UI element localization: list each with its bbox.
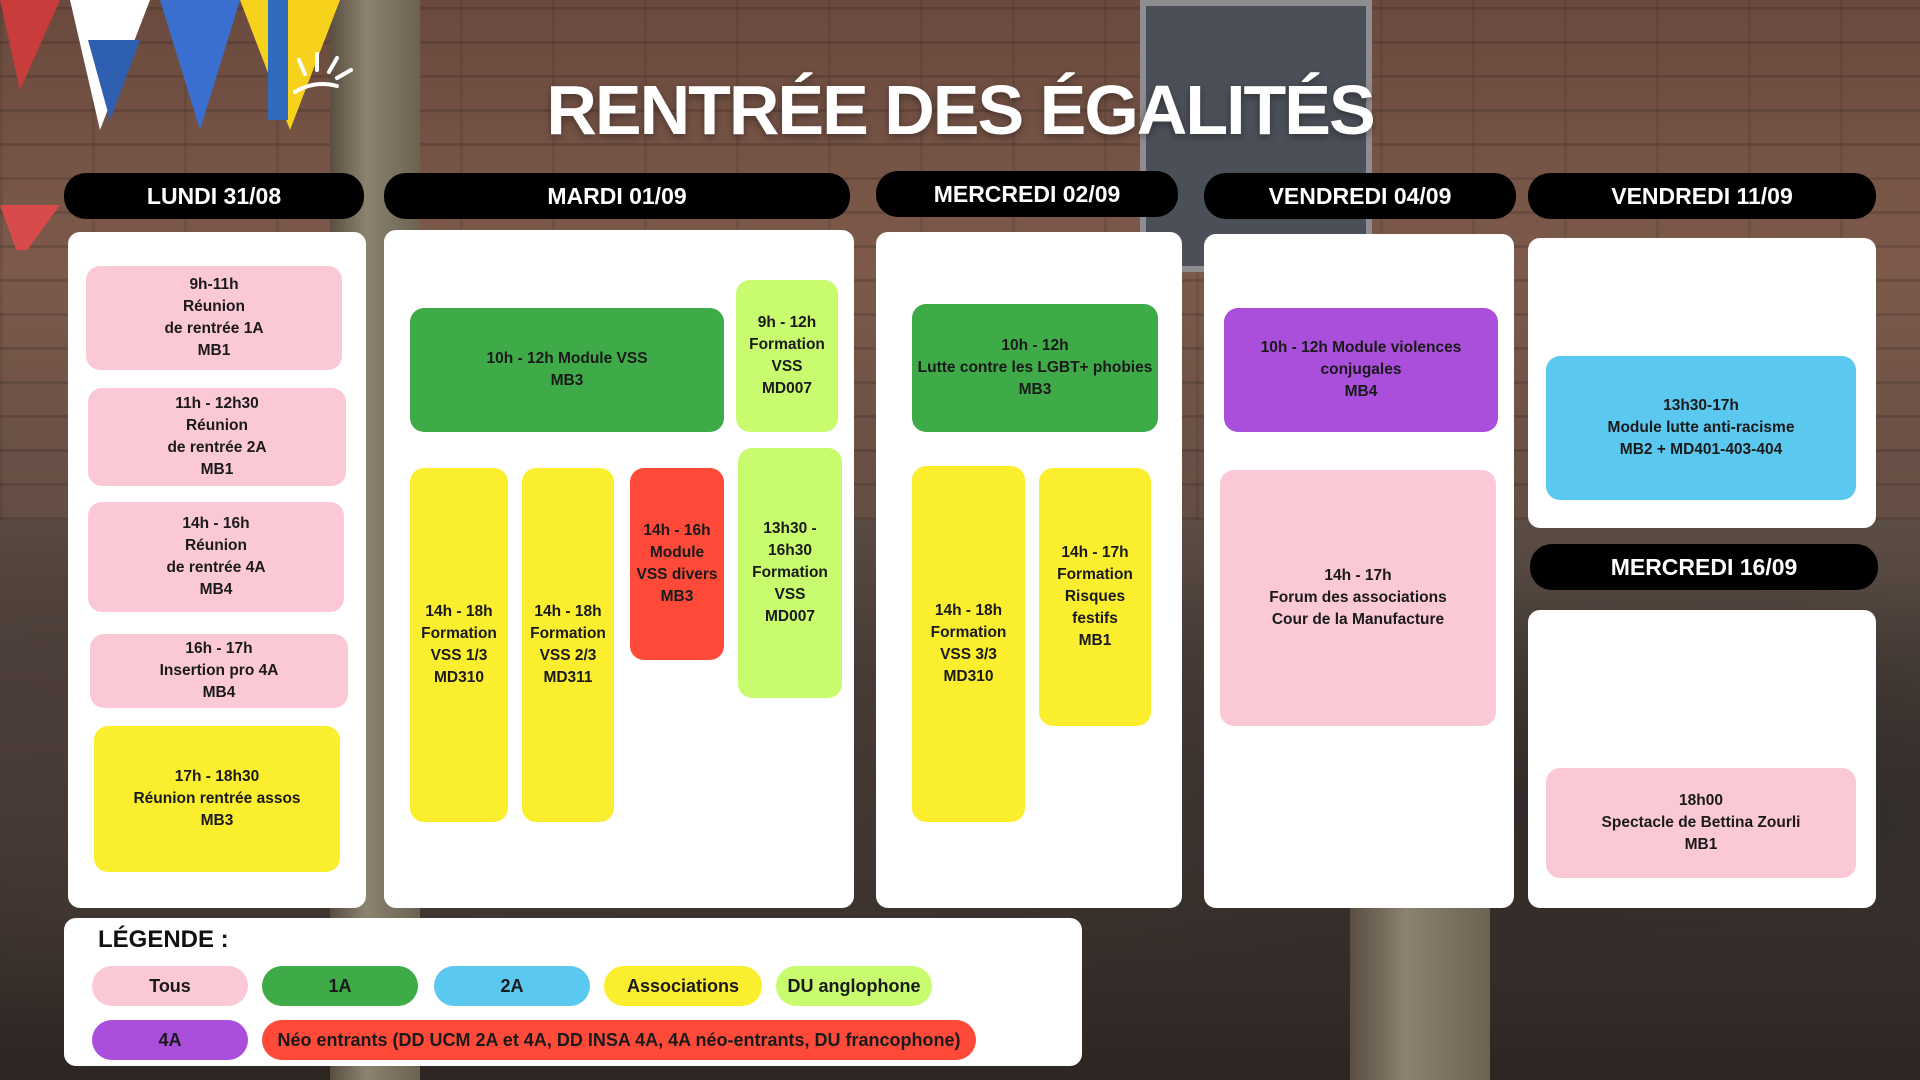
bunting-flags — [0, 0, 340, 250]
event-violences-conjugales: 10h - 12h Module violences conjugales MB… — [1224, 308, 1498, 432]
legend-chip-4a: 4A — [92, 1020, 248, 1060]
day-header-mercredi-16: MERCREDI 16/09 — [1530, 544, 1878, 590]
event-reunion-assos: 17h - 18h30 Réunion rentrée assos MB3 — [94, 726, 340, 872]
legend-title: LÉGENDE : — [98, 926, 229, 953]
event-lutte-lgbt-phobies: 10h - 12h Lutte contre les LGBT+ phobies… — [912, 304, 1158, 432]
event-spectacle: 18h00 Spectacle de Bettina Zourli MB1 — [1546, 768, 1856, 878]
event-module-vss-divers: 14h - 16h Module VSS divers MB3 — [630, 468, 724, 660]
event-anti-racisme: 13h30-17h Module lutte anti-racisme MB2 … — [1546, 356, 1856, 500]
day-header-mardi: MARDI 01/09 — [384, 173, 850, 219]
day-header-lundi: LUNDI 31/08 — [64, 173, 364, 219]
event-module-vss: 10h - 12h Module VSS MB3 — [410, 308, 724, 432]
legend-panel: LÉGENDE : Tous 1A 2A Associations DU ang… — [64, 918, 1082, 1066]
legend-chip-2a: 2A — [434, 966, 590, 1006]
day-header-vendredi-04: VENDREDI 04/09 — [1204, 173, 1516, 219]
event-forum-associations: 14h - 17h Forum des associations Cour de… — [1220, 470, 1496, 726]
event-formation-vss-afternoon: 13h30 - 16h30 Formation VSS MD007 — [738, 448, 842, 698]
event-insertion-pro: 16h - 17h Insertion pro 4A MB4 — [90, 634, 348, 708]
sparkle-icon — [293, 52, 353, 94]
day-header-vendredi-11: VENDREDI 11/09 — [1528, 173, 1876, 219]
event-reunion-1a: 9h-11h Réunion de rentrée 1A MB1 — [86, 266, 342, 370]
event-risques-festifs: 14h - 17h Formation Risques festifs MB1 — [1039, 468, 1151, 726]
event-formation-vss-2: 14h - 18h Formation VSS 2/3 MD311 — [522, 468, 614, 822]
legend-chip-du-anglophone: DU anglophone — [776, 966, 932, 1006]
page-title: RENTRÉE DES ÉGALITÉS — [546, 71, 1375, 149]
event-formation-vss-morning: 9h - 12h Formation VSS MD007 — [736, 280, 838, 432]
legend-chip-1a: 1A — [262, 966, 418, 1006]
event-reunion-2a: 11h - 12h30 Réunion de rentrée 2A MB1 — [88, 388, 346, 486]
legend-chip-associations: Associations — [604, 966, 762, 1006]
legend-chip-tous: Tous — [92, 966, 248, 1006]
event-formation-vss-1: 14h - 18h Formation VSS 1/3 MD310 — [410, 468, 508, 822]
event-formation-vss-3: 14h - 18h Formation VSS 3/3 MD310 — [912, 466, 1025, 822]
event-reunion-4a: 14h - 16h Réunion de rentrée 4A MB4 — [88, 502, 344, 612]
legend-chip-neo-entrants: Néo entrants (DD UCM 2A et 4A, DD INSA 4… — [262, 1020, 976, 1060]
day-header-mercredi: MERCREDI 02/09 — [876, 171, 1178, 217]
